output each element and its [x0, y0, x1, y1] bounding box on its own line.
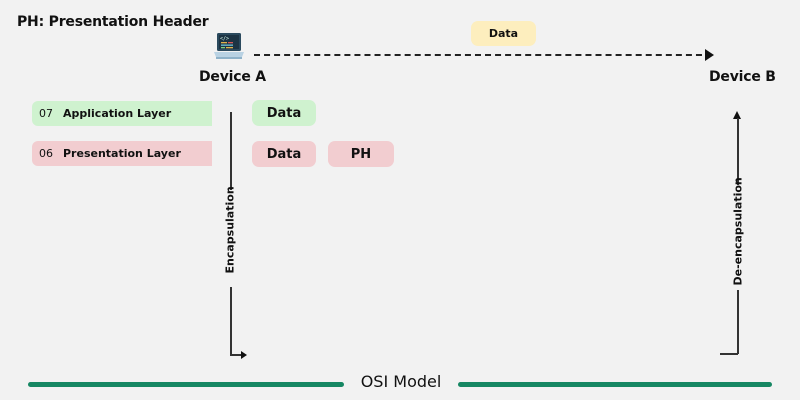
encapsulation-line-top: [230, 112, 232, 190]
layer-name: Presentation Layer: [63, 147, 181, 160]
decapsulation-line-horizontal: [720, 353, 738, 355]
arrow-up-icon: [733, 111, 741, 119]
device-a-label: Device A: [199, 69, 266, 85]
transfer-dashed-line: [254, 54, 712, 56]
device-b-label: Device B: [709, 69, 776, 85]
transfer-data-chip: Data: [471, 21, 536, 46]
svg-text:</>: </>: [220, 36, 229, 42]
laptop-code-icon: </>: [214, 33, 244, 59]
encapsulation-line-bottom: [230, 287, 232, 355]
decapsulation-line-bottom: [737, 290, 739, 354]
decapsulation-label: De-encapsulation: [731, 177, 745, 286]
layer-presentation: 06 Presentation Layer: [32, 141, 212, 166]
application-data-chip: Data: [252, 100, 316, 126]
layer-application: 07 Application Layer: [32, 101, 212, 126]
layer-number: 07: [39, 107, 53, 120]
decapsulation-line-top: [737, 118, 739, 185]
footer-divider-left: [28, 382, 344, 387]
layer-name: Application Layer: [63, 107, 172, 120]
layer-number: 06: [39, 147, 53, 160]
footer-title: OSI Model: [360, 372, 442, 391]
legend-title: PH: Presentation Header: [17, 14, 209, 30]
footer-divider-right: [458, 382, 772, 387]
presentation-data-chip: Data: [252, 141, 316, 167]
encapsulation-line-horizontal: [230, 354, 242, 356]
arrow-right-icon: [705, 49, 714, 61]
encapsulation-label: Encapsulation: [223, 186, 237, 274]
presentation-header-chip: PH: [328, 141, 394, 167]
arrow-right-icon: [241, 351, 247, 359]
